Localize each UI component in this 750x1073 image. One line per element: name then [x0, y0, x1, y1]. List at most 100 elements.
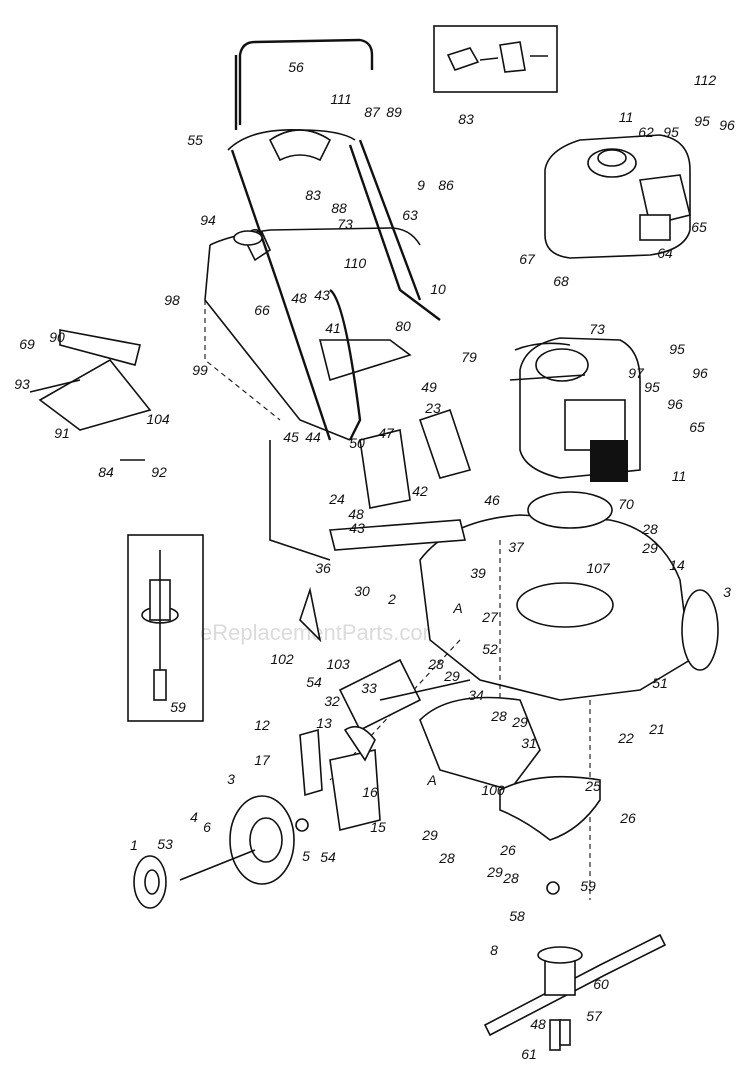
part-label: 88: [331, 200, 347, 216]
part-label: 89: [386, 104, 402, 120]
part-label: 45: [283, 429, 299, 445]
part-label: 83: [305, 187, 321, 203]
part-label: 31: [521, 735, 537, 751]
part-label: 24: [328, 491, 345, 507]
part-label: 91: [54, 425, 70, 441]
part-label: 50: [349, 435, 365, 451]
part-label: 43: [314, 287, 330, 303]
part-label: 62: [638, 124, 654, 140]
height-brackets: [299, 408, 472, 643]
part-label: 46: [484, 492, 500, 508]
part-label: 8: [490, 942, 498, 958]
part-label: 95: [644, 379, 660, 395]
part-label: 99: [192, 362, 208, 378]
part-label: 54: [306, 674, 322, 690]
part-label: 22: [617, 730, 634, 746]
upper-handle: [227, 38, 441, 441]
part-label: 59: [170, 699, 186, 715]
part-label: 37: [508, 539, 525, 555]
part-label: 96: [667, 396, 683, 412]
part-label: 42: [412, 483, 428, 499]
part-label: 97: [628, 365, 645, 381]
engine-upper: [544, 134, 691, 259]
part-label: 65: [691, 219, 707, 235]
part-label: 64: [657, 245, 673, 261]
part-label: 29: [486, 864, 503, 880]
part-label: 60: [593, 976, 609, 992]
part-label: 23: [424, 400, 441, 416]
part-label: 4: [190, 809, 198, 825]
part-label: 1: [130, 837, 138, 853]
part-label: 67: [519, 251, 536, 267]
part-label: 15: [370, 819, 386, 835]
part-label: 11: [672, 468, 687, 484]
part-label: 12: [254, 717, 270, 733]
part-label: 96: [719, 117, 735, 133]
part-label: 36: [315, 560, 331, 576]
part-label: 5: [302, 848, 310, 864]
part-label: 102: [270, 651, 294, 667]
part-label: 29: [443, 668, 460, 684]
part-label: 63: [402, 207, 418, 223]
part-label: 29: [511, 714, 528, 730]
part-label: 48: [348, 506, 364, 522]
part-label: 33: [361, 680, 377, 696]
part-label: 103: [326, 656, 350, 672]
part-label: 73: [589, 321, 605, 337]
part-label: 43: [349, 520, 365, 536]
part-label: 96: [692, 365, 708, 381]
part-label: 13: [316, 715, 332, 731]
part-label: 47: [378, 425, 395, 441]
part-label: 92: [151, 464, 167, 480]
part-label: 86: [438, 177, 454, 193]
part-label: 21: [648, 721, 665, 737]
rear-door-assembly: [29, 329, 152, 461]
part-label: 95: [669, 341, 685, 357]
part-label: 26: [499, 842, 516, 858]
part-label: 112: [694, 72, 717, 88]
part-label: 68: [553, 273, 569, 289]
part-label: 59: [580, 878, 596, 894]
part-label: 111: [330, 91, 351, 107]
part-label: 90: [49, 329, 65, 345]
part-label: 95: [694, 113, 710, 129]
inset-112: [433, 25, 558, 93]
baffle: [499, 775, 601, 841]
part-label: 80: [395, 318, 411, 334]
part-label: 58: [509, 908, 525, 924]
part-label: 56: [288, 59, 304, 75]
part-label: A: [452, 600, 462, 616]
grass-catcher: [204, 227, 421, 561]
wheel-bracket: [299, 725, 381, 831]
part-label: 57: [586, 1008, 603, 1024]
part-label: 25: [584, 778, 601, 794]
part-label: 30: [354, 583, 370, 599]
part-label: 66: [254, 302, 270, 318]
part-label: 73: [337, 216, 353, 232]
part-label: 3: [227, 771, 235, 787]
part-label: 28: [438, 850, 455, 866]
part-label: 83: [458, 111, 474, 127]
part-label: 32: [324, 693, 340, 709]
part-label: 69: [19, 336, 35, 352]
part-label: 11: [619, 109, 634, 125]
part-label: 61: [521, 1046, 537, 1062]
part-label: 39: [470, 565, 486, 581]
part-label: 100: [481, 782, 505, 798]
part-label: 16: [362, 784, 378, 800]
part-label: 93: [14, 376, 30, 392]
part-label: 14: [669, 557, 685, 573]
part-label: 48: [530, 1016, 546, 1032]
part-label: 107: [586, 560, 611, 576]
part-label: 104: [146, 411, 170, 427]
part-label: 54: [320, 849, 336, 865]
part-label: 79: [461, 349, 477, 365]
part-label: 26: [619, 810, 636, 826]
part-label: 29: [421, 827, 438, 843]
rear-wheel: [179, 795, 309, 885]
engine-lower: [509, 337, 641, 482]
part-label: 87: [364, 104, 381, 120]
part-label: 98: [164, 292, 180, 308]
part-label: 48: [291, 290, 307, 306]
